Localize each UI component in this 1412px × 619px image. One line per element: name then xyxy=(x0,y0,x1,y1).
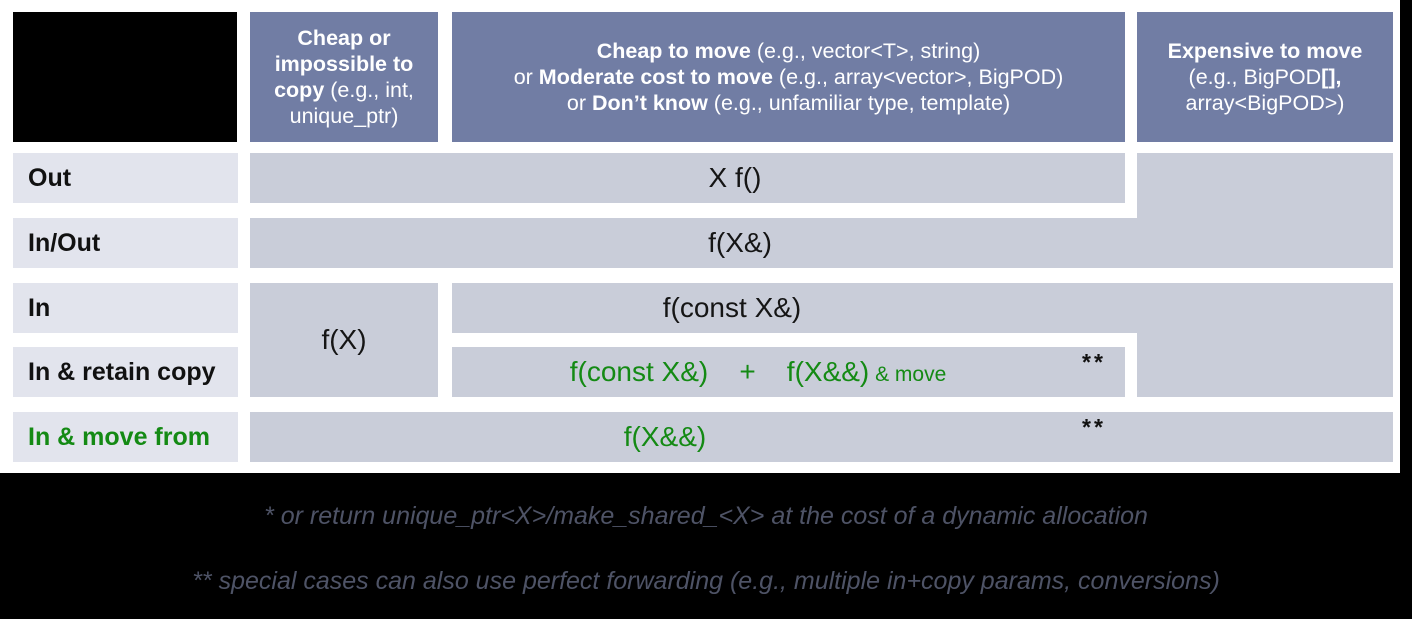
row-label-move-from: In & move from xyxy=(13,412,238,462)
row-label-inout-text: In/Out xyxy=(28,228,101,257)
cell-inout-span xyxy=(250,218,1393,268)
cell-movefrom-span xyxy=(250,412,1393,462)
code-out: X f() xyxy=(708,162,762,193)
table-panel: Cheap or impossible to copy (e.g., int, … xyxy=(0,0,1400,473)
row-label-out-text: Out xyxy=(28,163,72,192)
header-col2-line3-rest: (e.g., unfamiliar type, template) xyxy=(707,91,1011,116)
header-col1-rest: (e.g., int, unique_ptr) xyxy=(289,78,414,129)
code-in: f(const X&) xyxy=(662,292,802,323)
cell-out-span xyxy=(250,153,1125,203)
header-col2-line2-pre: or xyxy=(513,64,539,89)
code-retain-main: f(const X&) + f(X&&) xyxy=(569,356,870,387)
footnote-2: ** special cases can also use perfect fo… xyxy=(192,567,1220,595)
header-col2-line2-rest: (e.g., array<vector>, BigPOD) xyxy=(772,64,1064,89)
header-col3-line1: Expensive to move xyxy=(1168,38,1363,64)
header-col3-line2-pre: (e.g., BigPOD xyxy=(1188,64,1322,89)
header-col3-line1-bold: Expensive to move xyxy=(1167,38,1363,63)
header-col2-line2-bold: Moderate cost to move xyxy=(538,64,773,89)
cell-fx-merged xyxy=(250,283,438,397)
header-col-cheap-copy: Cheap or impossible to copy (e.g., int, … xyxy=(250,12,438,142)
row-label-out: Out xyxy=(13,153,238,203)
header-col2-line2: or Moderate cost to move (e.g., array<ve… xyxy=(514,64,1064,90)
cell-retain-span xyxy=(452,347,1125,397)
header-col2-line3-pre: or xyxy=(566,91,592,116)
cell-in-expensive-merged xyxy=(1137,283,1393,397)
header-col1-bold: Cheap or impossible to copy xyxy=(274,25,414,102)
header-col2-line1-rest: (e.g., vector<T>, string) xyxy=(750,38,981,63)
asterisks-movefrom: ** xyxy=(1082,414,1106,440)
row-label-retain-text: In & retain copy xyxy=(28,357,216,386)
row-label-in: In xyxy=(13,283,238,333)
header-col2-line3-bold: Don’t know xyxy=(591,91,708,116)
row-label-inout: In/Out xyxy=(13,218,238,268)
row-label-retain-copy: In & retain copy xyxy=(13,347,238,397)
code-retain: f(const X&) + f(X&&) & move xyxy=(570,347,947,400)
header-col3-line2-bold: [], xyxy=(1321,64,1342,89)
header-col2-line1-bold: Cheap to move xyxy=(596,38,751,63)
header-col-expensive-move: Expensive to move (e.g., BigPOD[], array… xyxy=(1137,12,1393,142)
asterisks-retain: ** xyxy=(1082,349,1106,375)
row-label-movefrom-text: In & move from xyxy=(28,422,210,451)
header-col3-line3: array<BigPOD>) xyxy=(1186,90,1345,116)
header-col2-line1: Cheap to move (e.g., vector<T>, string) xyxy=(597,38,981,64)
footnote-1: * or return unique_ptr<X>/make_shared_<X… xyxy=(264,502,1148,530)
code-fx: f(X) xyxy=(321,324,367,355)
row-label-in-text: In xyxy=(28,293,51,322)
code-inout: f(X&) xyxy=(708,227,772,258)
code-movefrom: f(X&&) xyxy=(623,421,707,452)
header-col3-line3-text: array<BigPOD>) xyxy=(1185,91,1345,116)
header-col2-line3: or Don’t know (e.g., unfamiliar type, te… xyxy=(567,90,1010,116)
header-col-cheap-move: Cheap to move (e.g., vector<T>, string) … xyxy=(452,12,1125,142)
header-col3-line2: (e.g., BigPOD[], xyxy=(1189,64,1342,90)
corner-box xyxy=(13,12,237,142)
code-retain-suffix: & move xyxy=(869,363,947,386)
header-col1-text: Cheap or impossible to copy (e.g., int, … xyxy=(256,25,432,130)
